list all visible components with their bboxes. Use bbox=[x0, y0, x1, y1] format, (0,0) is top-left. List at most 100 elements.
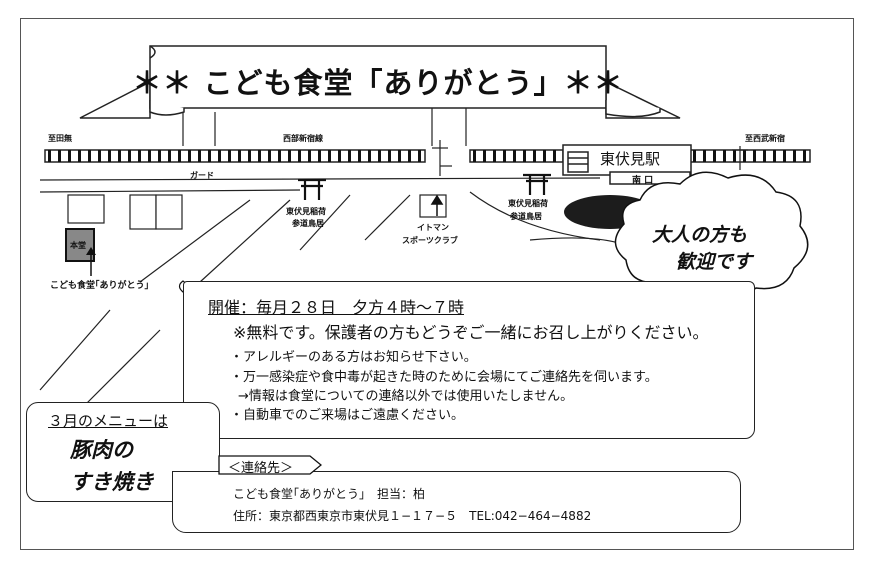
railway-tie bbox=[483, 150, 486, 162]
railway-tie bbox=[138, 150, 141, 162]
map-label-to-shinjuku: 至西武新宿 bbox=[745, 134, 785, 143]
railway-tie bbox=[208, 150, 211, 162]
railway-tie bbox=[278, 150, 281, 162]
railway-tie bbox=[543, 150, 546, 162]
railway-tie bbox=[328, 150, 331, 162]
contact-name: こども食堂｢ありがとう｣ 担当：柏 bbox=[233, 487, 426, 501]
venue-building bbox=[65, 228, 96, 276]
railway-tie bbox=[398, 150, 401, 162]
railway-tie bbox=[533, 150, 536, 162]
railway-tie bbox=[148, 150, 151, 162]
note-privacy: →情報は食堂についての連絡以外では使用いたしません。 bbox=[238, 389, 574, 404]
map-label-guard: ガード bbox=[190, 171, 214, 180]
railway-tie bbox=[773, 150, 776, 162]
cloud-bubble bbox=[614, 171, 809, 298]
railway-tie bbox=[198, 150, 201, 162]
note-no-cars: ・自動車でのご来場はご遠慮ください。 bbox=[230, 408, 465, 423]
railway-tie bbox=[88, 150, 91, 162]
railway-tie bbox=[358, 150, 361, 162]
railway-tie bbox=[188, 150, 191, 162]
railway-tie bbox=[178, 150, 181, 162]
railway-tie bbox=[158, 150, 161, 162]
railway-tie bbox=[378, 150, 381, 162]
torii-right-label-2: 参道鳥居 bbox=[510, 212, 542, 221]
itoman-label-1: イトマン bbox=[417, 223, 449, 232]
railway-tie bbox=[128, 150, 131, 162]
contact-tag-shape bbox=[218, 455, 322, 475]
torii-left bbox=[298, 178, 326, 200]
map-label-line: 西部新宿線 bbox=[283, 134, 323, 143]
railway-tie bbox=[118, 150, 121, 162]
event-free-note: ※無料です。保護者の方もどうぞご一緒にお召し上がりください。 bbox=[233, 323, 709, 342]
venue-box-label: 本堂 bbox=[70, 241, 86, 250]
station-south-exit: 南 口 bbox=[632, 176, 654, 186]
railway-tie bbox=[368, 150, 371, 162]
railway-tie bbox=[503, 150, 506, 162]
railway-tie bbox=[48, 150, 51, 162]
railway-tie bbox=[348, 150, 351, 162]
event-info-box bbox=[183, 281, 755, 439]
torii-right bbox=[523, 173, 551, 195]
railway-tie bbox=[553, 150, 556, 162]
railway-tie bbox=[473, 150, 476, 162]
banner-pillars bbox=[182, 108, 467, 146]
cloud-line-2: 歓迎です bbox=[676, 251, 753, 273]
railway-tie bbox=[168, 150, 171, 162]
railway-tie bbox=[268, 150, 271, 162]
menu-dish-line-2: すき焼き bbox=[70, 470, 154, 494]
railway-tie bbox=[228, 150, 231, 162]
railway-tie bbox=[723, 150, 726, 162]
railway-tie bbox=[803, 150, 806, 162]
railway-tie bbox=[338, 150, 341, 162]
railway-tie bbox=[793, 150, 796, 162]
note-contact-collection: ・万一感染症や食中毒が起きた時のために会場にてご連絡先を伺います。 bbox=[230, 370, 658, 385]
railway-tie bbox=[218, 150, 221, 162]
menu-heading: ３月のメニューは bbox=[48, 412, 169, 430]
railway-tie bbox=[388, 150, 391, 162]
contact-tag: ＜連絡先＞ bbox=[228, 461, 294, 476]
railway-tie bbox=[753, 150, 756, 162]
railway-tie bbox=[68, 150, 71, 162]
railway-tie bbox=[108, 150, 111, 162]
note-allergy: ・アレルギーのある方はお知らせ下さい。 bbox=[230, 350, 477, 365]
railway-tie bbox=[248, 150, 251, 162]
railway-tie bbox=[523, 150, 526, 162]
station-name: 東伏見駅 bbox=[600, 150, 661, 168]
railway-tie bbox=[58, 150, 61, 162]
map-label-to-tanashi: 至田無 bbox=[48, 134, 72, 143]
railway-tie bbox=[513, 150, 516, 162]
railway-tie bbox=[98, 150, 101, 162]
railway-tie bbox=[238, 150, 241, 162]
railway-ties bbox=[48, 150, 806, 162]
station-building bbox=[562, 144, 692, 185]
railway-tie bbox=[703, 150, 706, 162]
torii-left-label-1: 東伏見稲荷 bbox=[286, 207, 326, 216]
railway-tie bbox=[733, 150, 736, 162]
railway-tie bbox=[78, 150, 81, 162]
event-date: 開催：毎月２８日 夕方４時〜７時 bbox=[208, 298, 465, 317]
menu-dish-line-1: 豚肉の bbox=[70, 438, 133, 462]
venue-label: こども食堂｢ありがとう｣ bbox=[50, 281, 150, 291]
contact-address: 住所：東京都西東京市東伏見１−１７−５ TEL:042−464−4882 bbox=[233, 509, 592, 523]
railway-tie bbox=[258, 150, 261, 162]
crossing-signals bbox=[432, 140, 748, 176]
railway-tie bbox=[298, 150, 301, 162]
railway-tie bbox=[713, 150, 716, 162]
railway-tie bbox=[493, 150, 496, 162]
torii-left-label-2: 参道鳥居 bbox=[292, 219, 324, 228]
torii-right-label-1: 東伏見稲荷 bbox=[508, 199, 548, 208]
railway-tie bbox=[693, 150, 696, 162]
railway-tie bbox=[743, 150, 746, 162]
railway-tie bbox=[408, 150, 411, 162]
itoman-label-2: スポーツクラブ bbox=[402, 236, 458, 245]
itoman-arrow bbox=[430, 194, 444, 216]
contact-box bbox=[172, 471, 741, 533]
railway-tie bbox=[418, 150, 421, 162]
railway-tie bbox=[308, 150, 311, 162]
railway-tie bbox=[288, 150, 291, 162]
buildings bbox=[67, 194, 447, 230]
railway-tie bbox=[318, 150, 321, 162]
railway-tie bbox=[783, 150, 786, 162]
banner-ribbon bbox=[79, 45, 681, 119]
